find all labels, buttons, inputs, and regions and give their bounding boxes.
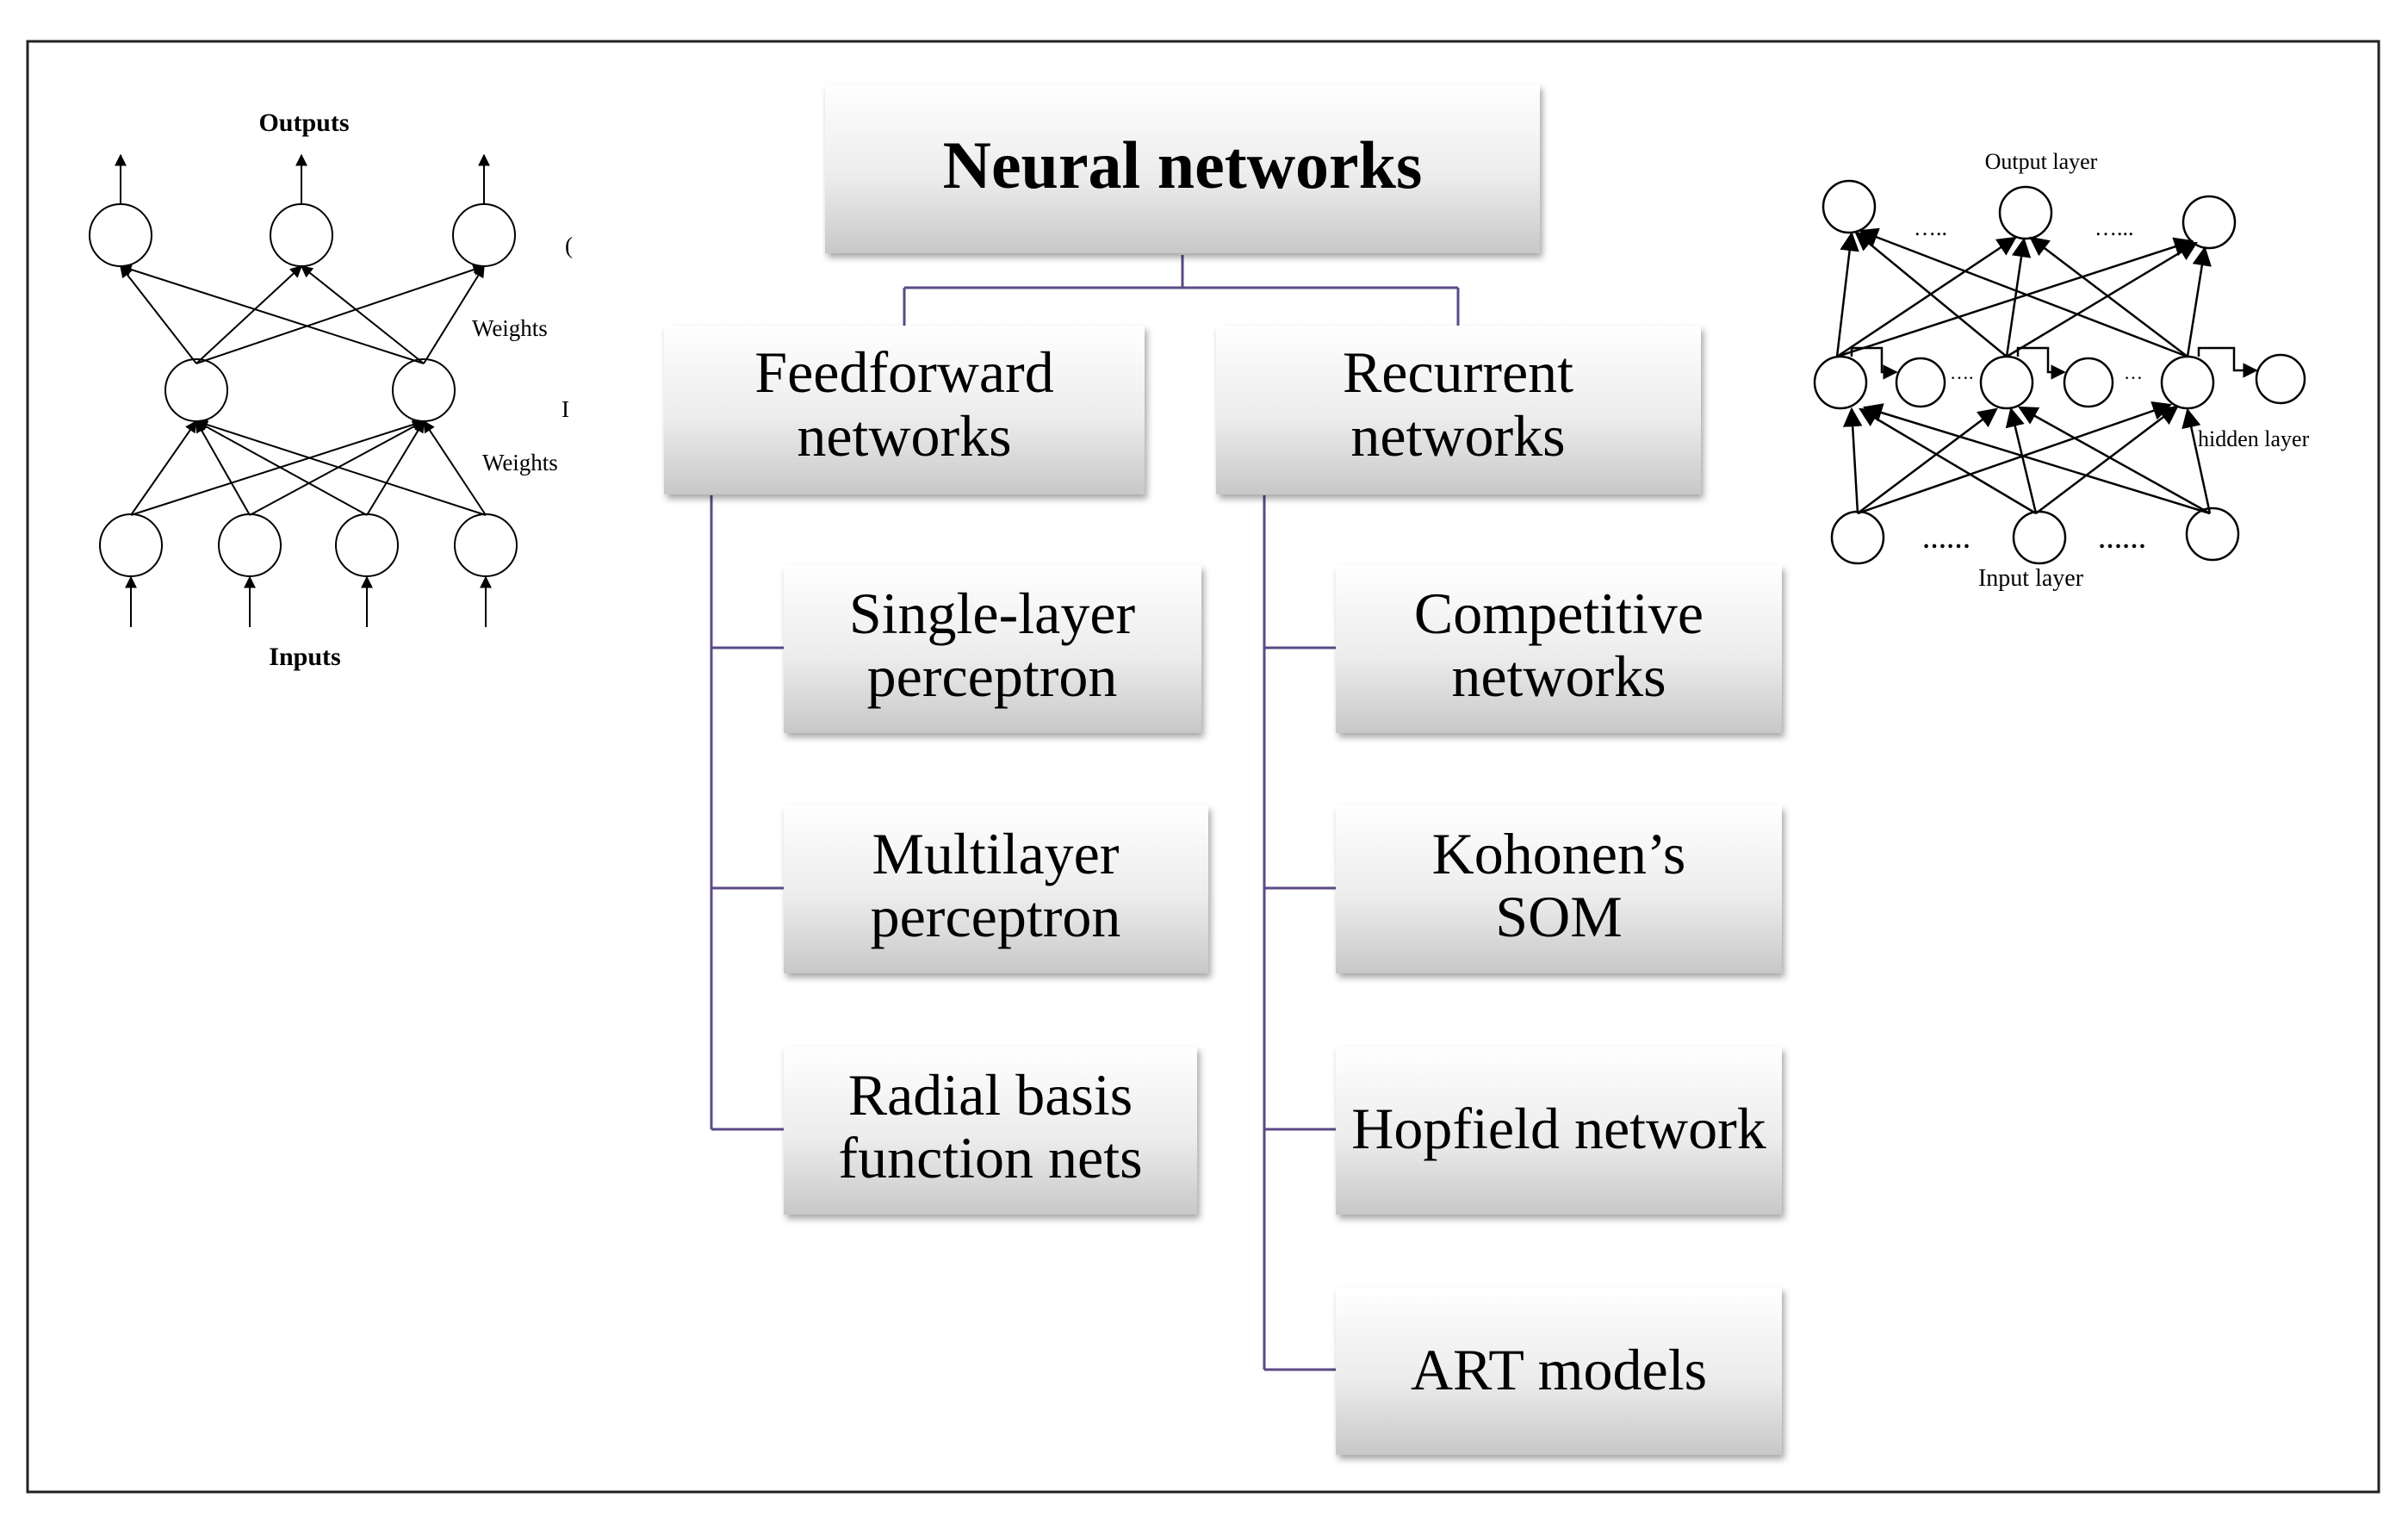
recurrent-label-line-1: Recurrent	[1343, 339, 1573, 405]
leaf-label-line-1: Radial basis	[848, 1062, 1133, 1128]
context-node	[2255, 353, 2306, 405]
leaf-label-line-2: perceptron	[867, 643, 1118, 709]
input-node	[2185, 506, 2240, 562]
output-node	[89, 203, 152, 267]
leaf-box	[1336, 805, 1782, 973]
input-node	[2012, 510, 2067, 565]
hidden-ellipsis: ….	[1950, 362, 1974, 383]
leaf-label-line-1: Multilayer	[872, 821, 1119, 886]
leaf-label-line-2: function nets	[838, 1125, 1142, 1190]
output-ellipsis: …...	[2095, 215, 2134, 240]
input-node	[335, 513, 399, 577]
recurrent-link	[2197, 346, 2258, 378]
outputs-label: Outputs	[258, 109, 349, 137]
output-node	[1998, 185, 2053, 240]
output-node	[270, 203, 333, 267]
root-box	[825, 84, 1540, 253]
output-ellipsis: …..	[1914, 215, 1947, 240]
hidden-node	[1813, 355, 1868, 410]
weights-label-upper: Weights	[472, 315, 548, 341]
figure-frame	[26, 40, 2380, 1494]
leaf-label-line-2: networks	[1451, 643, 1666, 709]
hidden-node	[2160, 355, 2215, 410]
leaf-box	[784, 565, 1201, 733]
leaf-box	[784, 805, 1208, 973]
right-recurrent-illustration: Output layer ….. …... …. … hidden layer	[1813, 149, 2310, 592]
output-node	[1822, 179, 1877, 234]
leaf-label: Hopfield network	[1351, 1096, 1766, 1161]
branch-node-recurrent: Recurrent networks	[1216, 326, 1701, 494]
leaf-node-competitive-networks: Competitive networks	[1336, 565, 1782, 733]
leaf-label-line-1: Single-layer	[849, 581, 1136, 646]
feedforward-box	[664, 326, 1145, 494]
input-layer-label: Input layer	[1978, 565, 2084, 592]
left-feedforward-illustration: Outputs Weights ( I Weights	[89, 109, 573, 671]
leaf-node-single-layer-perceptron: Single-layer perceptron	[784, 565, 1201, 733]
hidden-node	[164, 358, 228, 422]
input-node	[454, 513, 518, 577]
clipped-mark-middle: I	[562, 396, 569, 422]
input-ellipsis: ……	[1922, 527, 1970, 554]
leaf-label-line-2: SOM	[1495, 884, 1622, 949]
hidden-node	[392, 358, 456, 422]
root-title: Neural networks	[943, 127, 1423, 202]
leaf-node-hopfield-network: Hopfield network	[1336, 1047, 1782, 1215]
input-node	[99, 513, 163, 577]
feedforward-label-line-1: Feedforward	[754, 339, 1053, 405]
leaf-node-kohonen-som: Kohonen’s SOM	[1336, 805, 1782, 973]
leaf-label-line-1: Competitive	[1414, 581, 1704, 646]
leaf-label-line-1: Kohonen’s	[1432, 821, 1686, 886]
leaf-node-radial-basis-function-nets: Radial basis function nets	[784, 1047, 1197, 1215]
input-node	[1830, 510, 1885, 565]
leaf-box	[1336, 1287, 1782, 1455]
recurrent-link	[2016, 346, 2066, 380]
leaf-node-art-models: ART models	[1336, 1287, 1782, 1455]
output-node	[2181, 195, 2237, 250]
leaf-box	[1336, 1047, 1782, 1215]
weights-label-lower: Weights	[482, 450, 558, 475]
inputs-label: Inputs	[269, 643, 340, 671]
hidden-ellipsis: …	[2124, 362, 2143, 383]
output-layer-label: Output layer	[1985, 149, 2098, 174]
leaf-label-line-2: perceptron	[871, 884, 1121, 949]
branch-node-feedforward: Feedforward networks	[664, 326, 1145, 494]
input-ellipsis: ……	[2098, 527, 2146, 554]
hidden-layer-label: hidden layer	[2198, 426, 2310, 451]
hidden-node	[1979, 355, 2034, 410]
output-node	[452, 203, 516, 267]
input-node	[218, 513, 282, 577]
recurrent-link	[1850, 346, 1898, 380]
recurrent-label-line-2: networks	[1350, 403, 1565, 469]
context-node	[2063, 357, 2114, 408]
root-node: Neural networks	[825, 84, 1540, 253]
leaf-box	[1336, 565, 1782, 733]
clipped-mark-upper: (	[565, 233, 573, 258]
leaf-label: ART models	[1411, 1337, 1707, 1402]
leaf-node-multilayer-perceptron: Multilayer perceptron	[784, 805, 1208, 973]
recurrent-box	[1216, 326, 1701, 494]
leaf-box	[784, 1047, 1197, 1215]
tree-connectors	[710, 255, 1460, 1371]
context-node	[1895, 357, 1946, 408]
feedforward-label-line-2: networks	[797, 403, 1011, 469]
